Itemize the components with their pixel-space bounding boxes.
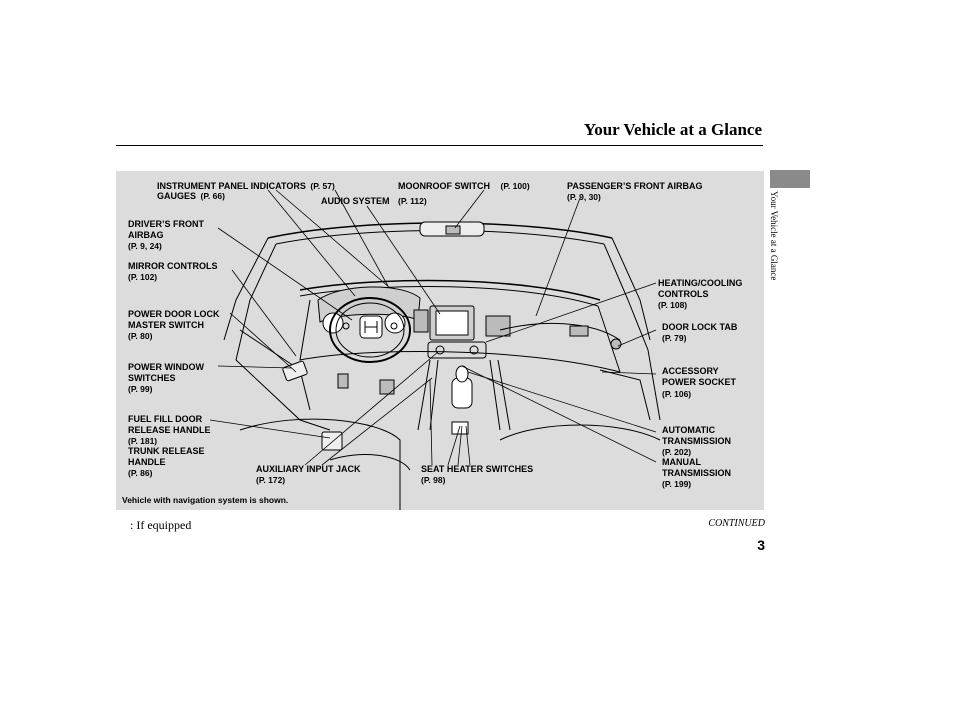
label-page: (P. 79) xyxy=(662,333,687,343)
label-page: (P. 100) xyxy=(500,181,530,191)
label-aux-input: AUXILIARY INPUT JACK (P. 172) xyxy=(256,464,361,486)
label-page: (P. 102) xyxy=(128,272,158,282)
label-page: (P. 98) xyxy=(421,475,446,485)
label-page: (P. 99) xyxy=(128,384,153,394)
label-page: (P. 199) xyxy=(662,479,692,489)
label-power-window: POWER WINDOW SWITCHES (P. 99) xyxy=(128,362,204,395)
label-line2: POWER SOCKET xyxy=(662,377,737,387)
label-name: SEAT HEATER SWITCHES xyxy=(421,464,534,474)
continued-label: CONTINUED xyxy=(708,518,765,529)
section-tab-label: Your Vehicle at a Glance xyxy=(769,191,779,281)
label-door-lock-tab: DOOR LOCK TAB (P. 79) xyxy=(662,322,737,344)
label-line1: ACCESSORY xyxy=(662,366,719,376)
label-gauges: GAUGES (P. 66) xyxy=(157,191,225,202)
label-page: (P. 66) xyxy=(200,191,225,201)
label-line1: MANUAL xyxy=(662,457,701,467)
label-trunk-release: TRUNK RELEASE HANDLE (P. 86) xyxy=(128,446,205,479)
label-line2: RELEASE HANDLE xyxy=(128,425,211,435)
label-driver-airbag: DRIVER’S FRONT AIRBAG (P. 9, 24) xyxy=(128,219,204,252)
label-name: AUDIO SYSTEM xyxy=(321,196,390,206)
label-page: (P. 9, 24) xyxy=(128,241,162,251)
section-tab xyxy=(770,170,810,188)
label-name: AUXILIARY INPUT JACK xyxy=(256,464,361,474)
page-title: Your Vehicle at a Glance xyxy=(583,120,762,139)
label-page: (P. 86) xyxy=(128,468,153,478)
label-page: (P. 202) xyxy=(662,447,692,457)
label-passenger-airbag: PASSENGER’S FRONT AIRBAG (P. 9, 30) xyxy=(567,181,703,203)
label-name: GAUGES xyxy=(157,191,197,201)
label-page: (P. 112) xyxy=(398,196,427,206)
label-line2: TRANSMISSION xyxy=(662,436,732,446)
label-automatic-transmission: AUTOMATIC TRANSMISSION (P. 202) xyxy=(662,425,731,458)
label-line1: TRUNK RELEASE xyxy=(128,446,205,456)
label-seat-heater: SEAT HEATER SWITCHES (P. 98) xyxy=(421,464,533,486)
label-page: (P. 80) xyxy=(128,331,153,341)
label-power-door-lock: POWER DOOR LOCK MASTER SWITCH (P. 80) xyxy=(128,309,220,342)
label-name: INSTRUMENT PANEL INDICATORS xyxy=(157,181,306,191)
label-page: (P. 181) xyxy=(128,436,158,446)
label-instrument-panel-indicators: INSTRUMENT PANEL INDICATORS (P. 57) xyxy=(157,181,335,192)
if-equipped-note: : If equipped xyxy=(130,518,192,532)
label-page: (P. 106) xyxy=(662,389,692,399)
label-line2: CONTROLS xyxy=(658,289,709,299)
label-fuel-fill-door: FUEL FILL DOOR RELEASE HANDLE (P. 181) xyxy=(128,414,211,447)
illustration-note: Vehicle with navigation system is shown. xyxy=(122,495,289,505)
label-manual-transmission: MANUAL TRANSMISSION (P. 199) xyxy=(662,457,731,490)
label-line2: HANDLE xyxy=(128,457,166,467)
label-line1: DRIVER’S FRONT xyxy=(128,219,205,229)
label-audio-system: AUDIO SYSTEM (P. 112) xyxy=(321,196,427,207)
label-line2: MASTER SWITCH xyxy=(128,320,204,330)
label-line1: FUEL FILL DOOR xyxy=(128,414,203,424)
label-name: PASSENGER’S FRONT AIRBAG xyxy=(567,181,703,191)
label-line1: AUTOMATIC xyxy=(662,425,716,435)
label-page: (P. 108) xyxy=(658,300,688,310)
label-line1: POWER WINDOW xyxy=(128,362,204,372)
label-page: (P. 172) xyxy=(256,475,286,485)
label-name: MOONROOF SWITCH xyxy=(398,181,490,191)
label-page: (P. 57) xyxy=(310,181,335,191)
title-rule xyxy=(116,145,763,146)
label-line2: AIRBAG xyxy=(128,230,164,240)
label-accessory-socket: ACCESSORY POWER SOCKET (P. 106) xyxy=(662,366,736,400)
label-line2: TRANSMISSION xyxy=(662,468,732,478)
label-name: DOOR LOCK TAB xyxy=(662,322,738,332)
label-line2: SWITCHES xyxy=(128,373,176,383)
label-name: MIRROR CONTROLS xyxy=(128,261,218,271)
label-heating-cooling: HEATING/COOLING CONTROLS (P. 108) xyxy=(658,278,742,311)
page-number: 3 xyxy=(757,537,765,553)
label-line1: POWER DOOR LOCK xyxy=(128,309,220,319)
label-line1: HEATING/COOLING xyxy=(658,278,743,288)
label-mirror-controls: MIRROR CONTROLS (P. 102) xyxy=(128,261,218,283)
label-moonroof-switch: MOONROOF SWITCH (P. 100) xyxy=(398,181,530,192)
label-page: (P. 9, 30) xyxy=(567,192,601,202)
